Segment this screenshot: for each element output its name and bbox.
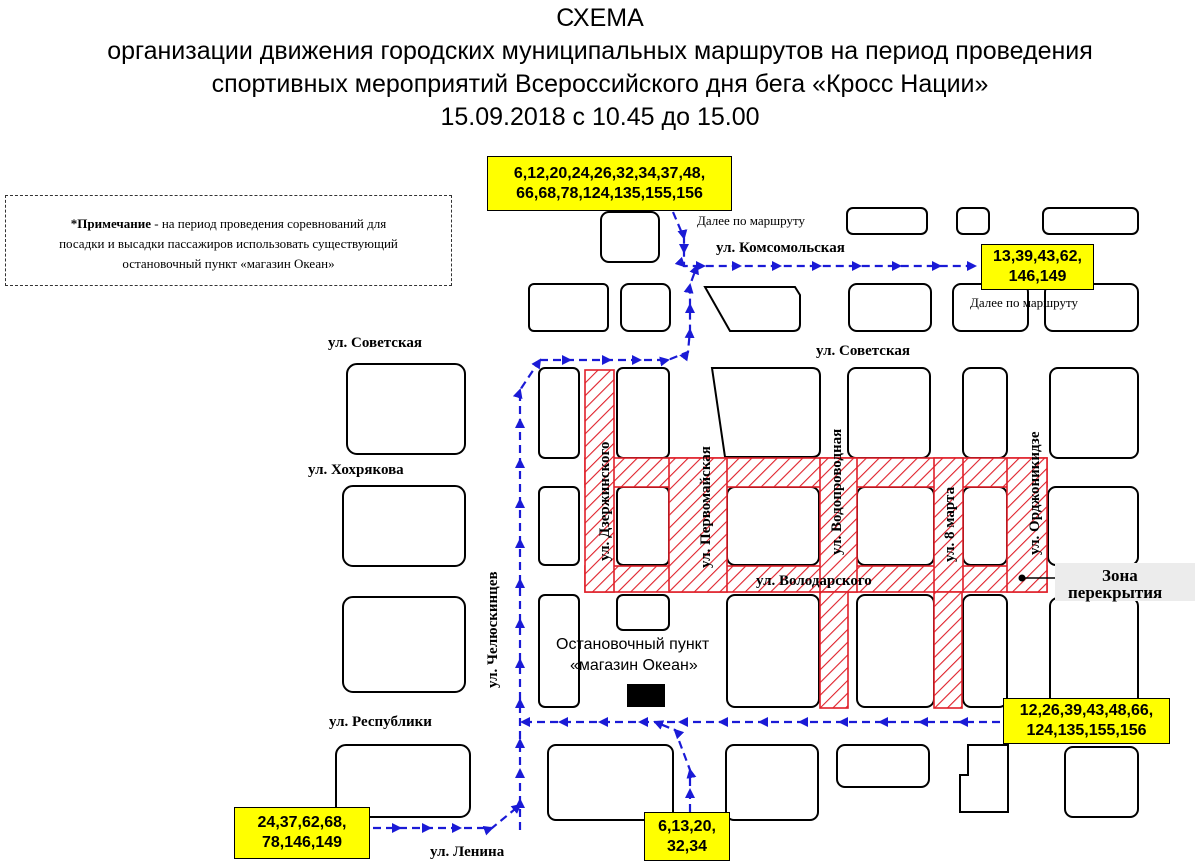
route-box-komsomolskaya: 13,39,43,62, 146,149 [981, 244, 1094, 290]
route-box-left-bottom-line-1: 24,37,62,68, [257, 814, 347, 831]
closure-zone-callout-bg [1055, 563, 1195, 601]
block [1049, 367, 1139, 459]
title-schema: СХЕМА [556, 4, 644, 32]
title-line-2: организации движения городских муниципал… [107, 37, 1093, 65]
street-dzerzhinskogo: ул. Дзержинского [597, 442, 613, 561]
further-route-label-2: Далее по маршруту [970, 295, 1078, 310]
block [726, 486, 820, 566]
route-box-bottom-center-line-2: 32,34 [666, 837, 708, 855]
note-text-1: - на период проведения соревнований для [151, 216, 387, 231]
route-box-right-bottom-line-2: 124,135,155,156 [1026, 722, 1147, 739]
block [346, 363, 466, 455]
route-arrows [373, 211, 1000, 836]
note-label: *Примечание [70, 216, 151, 231]
note-box: *Примечание - на период проведения сорев… [5, 195, 452, 286]
block [1042, 207, 1139, 235]
note-text-3: остановочный пункт «магазин Океан» [122, 256, 335, 271]
block [616, 367, 670, 459]
block [836, 744, 930, 788]
block [1047, 486, 1139, 566]
street-lenina: ул. Ленина [430, 844, 505, 860]
street-ordzhonikidze: ул. Орджоникидзе [1027, 431, 1043, 555]
block [616, 594, 670, 631]
block [962, 594, 1008, 708]
route-box-right-bottom: 12,26,39,43,48,66, 124,135,155,156 [1003, 698, 1170, 744]
route-path-komsomolskaya [671, 211, 977, 271]
street-volodarskogo: ул. Володарского [756, 573, 872, 589]
route-box-komsomolskaya-line-1: 13,39,43,62, [993, 248, 1082, 265]
block [342, 596, 466, 693]
closure-zone-pointer-dot [1018, 574, 1026, 582]
street-vodoprovodnaya: ул. Водопроводная [829, 429, 845, 555]
closure-zone-label-2: перекрытия [1068, 583, 1162, 602]
route-box-left-bottom: 24,37,62,68, 78,146,149 [234, 807, 370, 859]
further-route-label-1: Далее по маршруту [697, 213, 805, 228]
block [959, 744, 1009, 813]
block [846, 207, 928, 235]
route-path-bottom-center [653, 720, 697, 812]
street-respubliki: ул. Республики [329, 714, 432, 730]
route-box-left-bottom-line-2: 78,146,149 [261, 834, 343, 851]
route-path-lenina [373, 803, 522, 836]
route-path-chelyuskintsev-up [512, 358, 542, 830]
block [847, 367, 931, 459]
block [600, 211, 660, 263]
route-box-top-line-2: 66,68,78,124,135,155,156 [516, 184, 703, 202]
stop-label-line-2: «магазин Океан» [570, 657, 698, 674]
bus-stop-marker [627, 684, 665, 707]
block [856, 486, 935, 566]
block [962, 367, 1008, 459]
block [1049, 597, 1139, 708]
route-box-top: 6,12,20,24,26,32,34,37,48, 66,68,78,124,… [487, 156, 732, 211]
title-line-3: спортивных мероприятий Всероссийского дн… [211, 70, 989, 98]
route-box-top-line-1: 6,12,20,24,26,32,34,37,48, [513, 164, 706, 182]
block [528, 283, 609, 332]
street-khokhryakova: ул. Хохрякова [308, 462, 404, 478]
block [956, 207, 990, 235]
block [703, 286, 801, 332]
block [962, 486, 1008, 566]
street-sovetskaya-right: ул. Советская [816, 343, 910, 359]
block [1064, 746, 1139, 818]
route-box-bottom-center: 6,13,20, 32,34 [644, 812, 730, 861]
block [547, 744, 674, 821]
title-date: 15.09.2018 с 10.45 до 15.00 [440, 103, 760, 131]
street-8-marta: ул. 8 марта [942, 486, 958, 562]
city-blocks [335, 207, 1139, 821]
route-box-komsomolskaya-line-2: 146,149 [1008, 268, 1067, 285]
block [856, 594, 935, 708]
stop-label-line-1: Остановочный пункт [556, 636, 710, 653]
block [620, 283, 671, 332]
block [848, 283, 932, 332]
closure-zone [584, 369, 1048, 709]
street-sovetskaya-left: ул. Советская [328, 335, 422, 351]
block [342, 485, 466, 567]
block [538, 367, 580, 459]
note-text-2: посадки и высадки пассажиров использоват… [59, 236, 398, 251]
block [710, 367, 821, 458]
block [538, 486, 580, 566]
block [616, 486, 670, 566]
block [725, 744, 819, 821]
street-komsomolskaya: ул. Комсомольская [716, 240, 845, 256]
block [726, 594, 820, 708]
closure-zone-label-1: Зона [1102, 566, 1138, 585]
route-box-right-bottom-line-1: 12,26,39,43,48,66, [1019, 702, 1154, 719]
street-pervomayskaya: ул. Первомайская [698, 446, 714, 568]
route-box-bottom-center-line-1: 6,13,20, [658, 817, 716, 835]
street-chelyuskintsev: ул. Челюскинцев [485, 571, 501, 688]
